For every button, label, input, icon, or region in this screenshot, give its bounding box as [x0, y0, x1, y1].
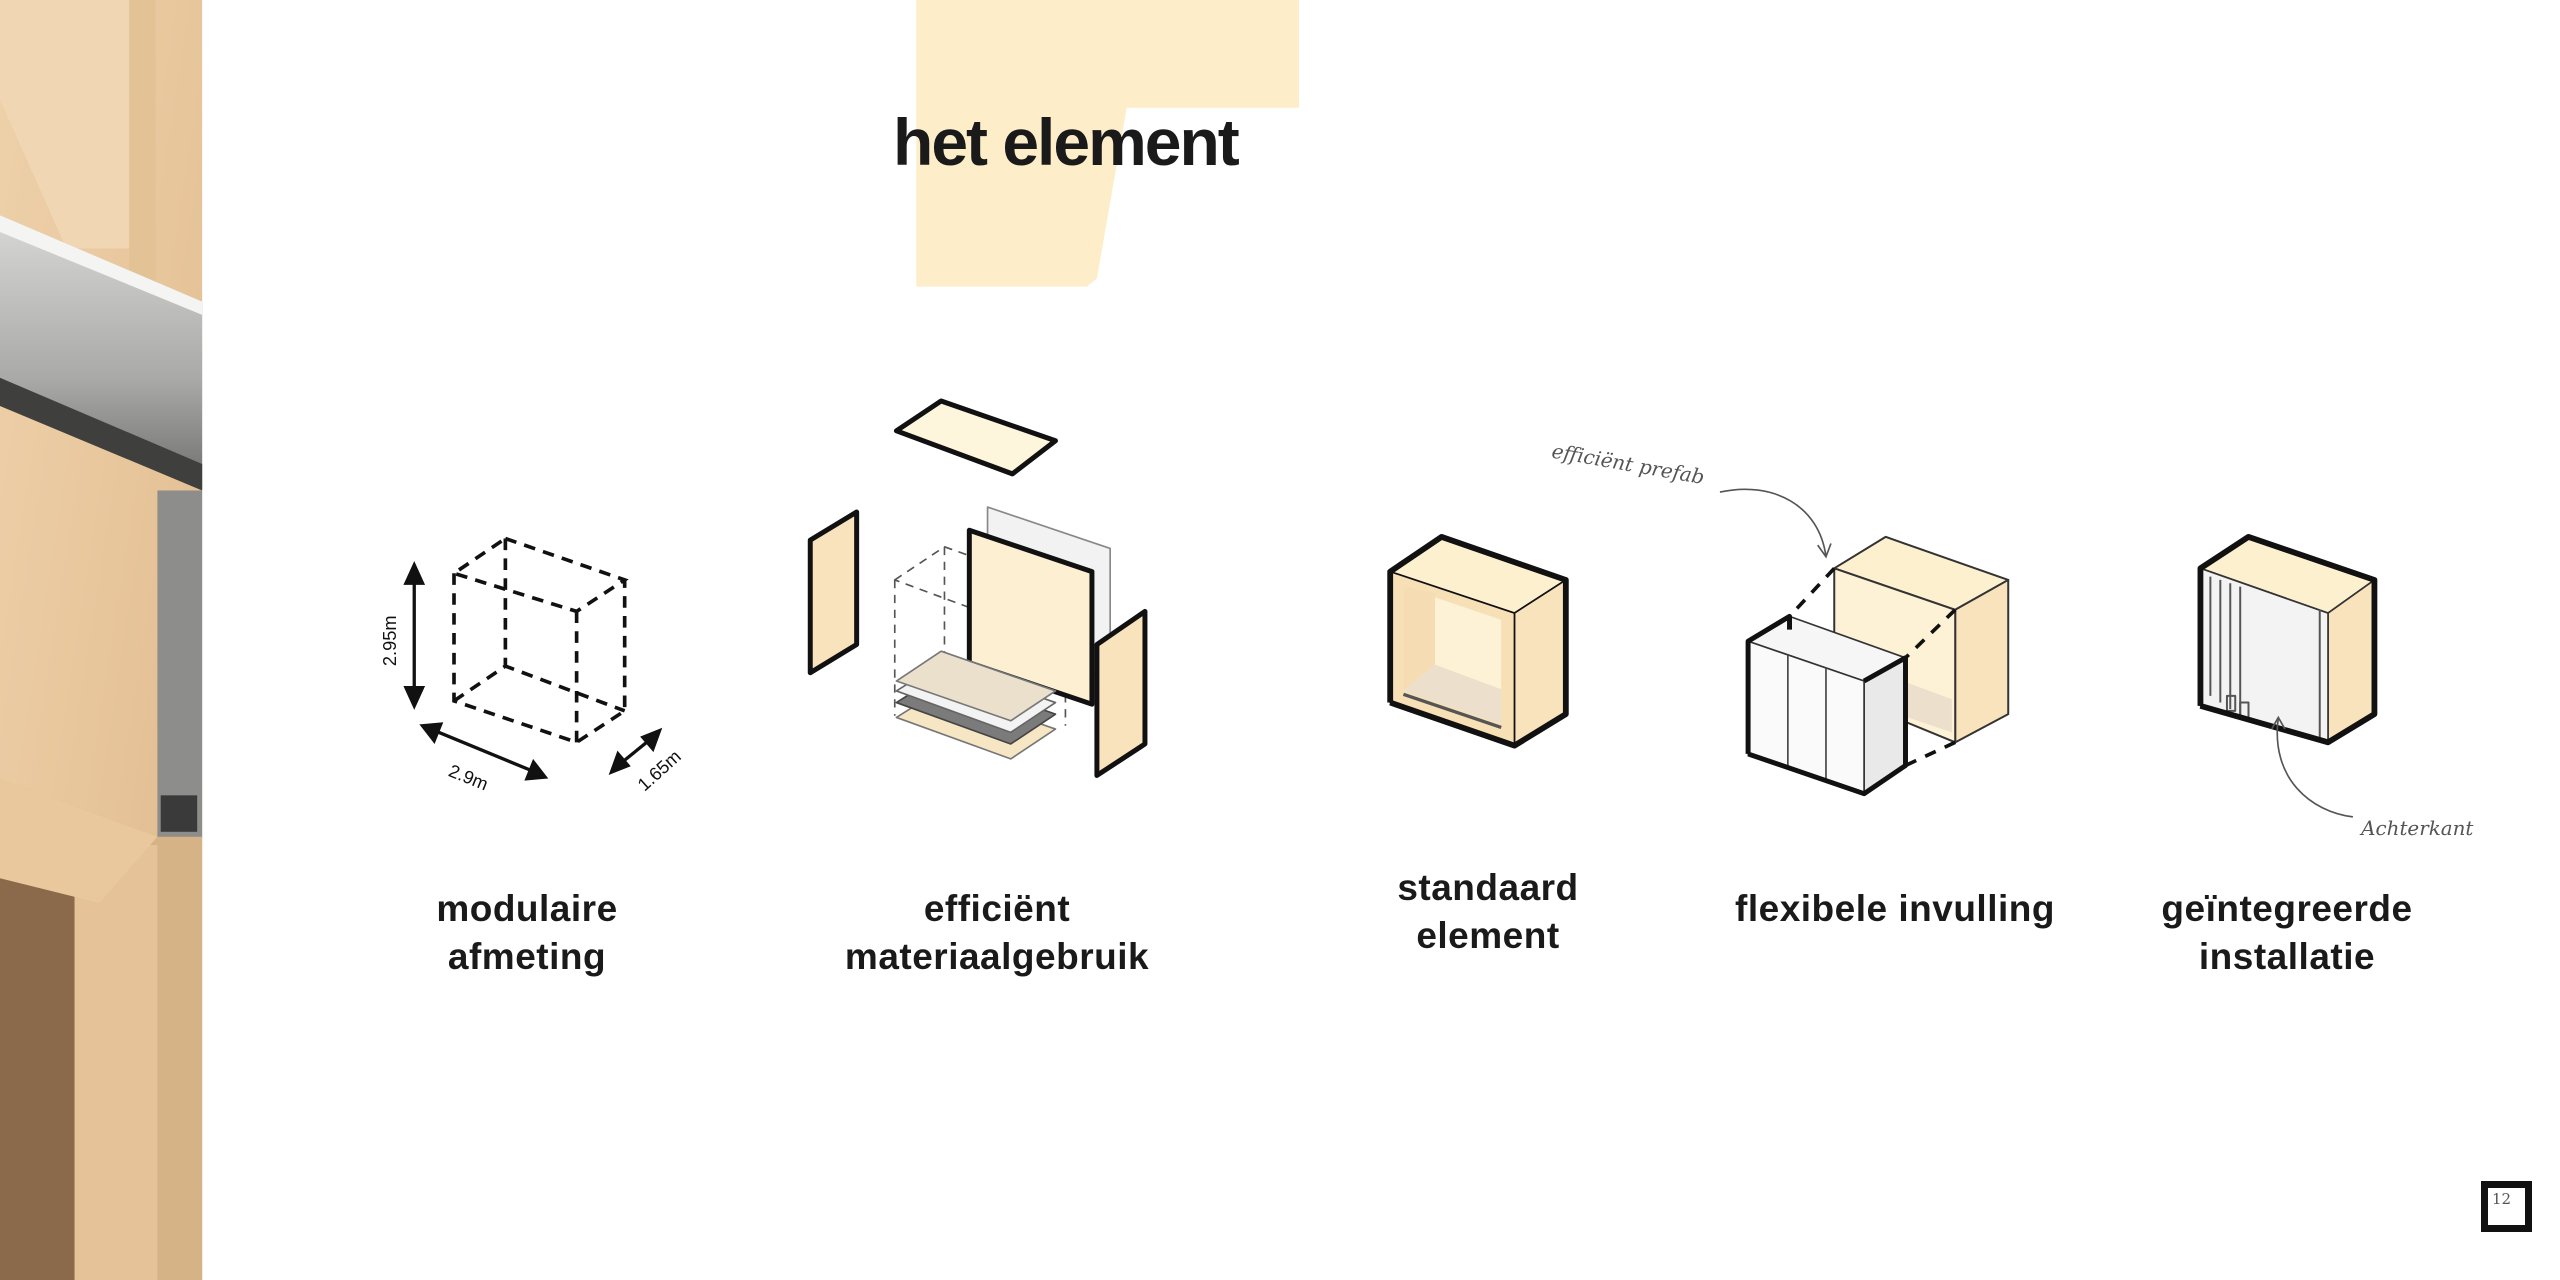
label-modular-dimension: modulaire afmeting [317, 885, 737, 981]
curved-arrow-icon [2270, 715, 2353, 818]
label-line: installatie [2198, 936, 2376, 977]
integrated-installation-diagram [2197, 533, 2378, 746]
annotation-achterkant: Achterkant [2359, 817, 2474, 840]
label-line: standaard [1397, 867, 1579, 908]
label-line: element [1416, 915, 1560, 956]
label-line: flexibele invulling [1735, 888, 2055, 929]
standard-element-diagram [1387, 533, 1569, 749]
label-line: efficiënt [923, 888, 1071, 929]
curved-arrow-icon [1719, 488, 1832, 559]
yellow-accent-shape [916, 0, 1300, 287]
dimension-depth: 1.65m [634, 746, 685, 795]
page-number-box: 12 [2481, 1181, 2532, 1232]
label-flexible-infill: flexibele invulling [1685, 885, 2105, 933]
building-photo [0, 0, 203, 1280]
dimension-height: 2.95m [380, 615, 400, 666]
label-line: geïntegreerde [2161, 888, 2413, 929]
page-number: 12 [2492, 1190, 2512, 1208]
dimension-width: 2.9m [446, 761, 491, 795]
exploded-panels-diagram [807, 398, 1148, 778]
flexible-infill-diagram [1745, 535, 2010, 797]
label-efficient-material: efficiënt materiaalgebruik [787, 885, 1207, 981]
label-integrated-installation: geïntegreerde installatie [2077, 885, 2497, 981]
label-standard-element: standaard element [1278, 864, 1698, 960]
dimension-arrows [403, 561, 663, 781]
page-title: het element [893, 105, 1240, 179]
label-line: modulaire [436, 888, 618, 929]
modular-dimension-diagram [449, 536, 629, 745]
label-line: afmeting [447, 936, 607, 977]
annotation-efficient-prefab: efficiënt prefab [1550, 440, 1706, 489]
label-line: materiaalgebruik [844, 936, 1150, 977]
